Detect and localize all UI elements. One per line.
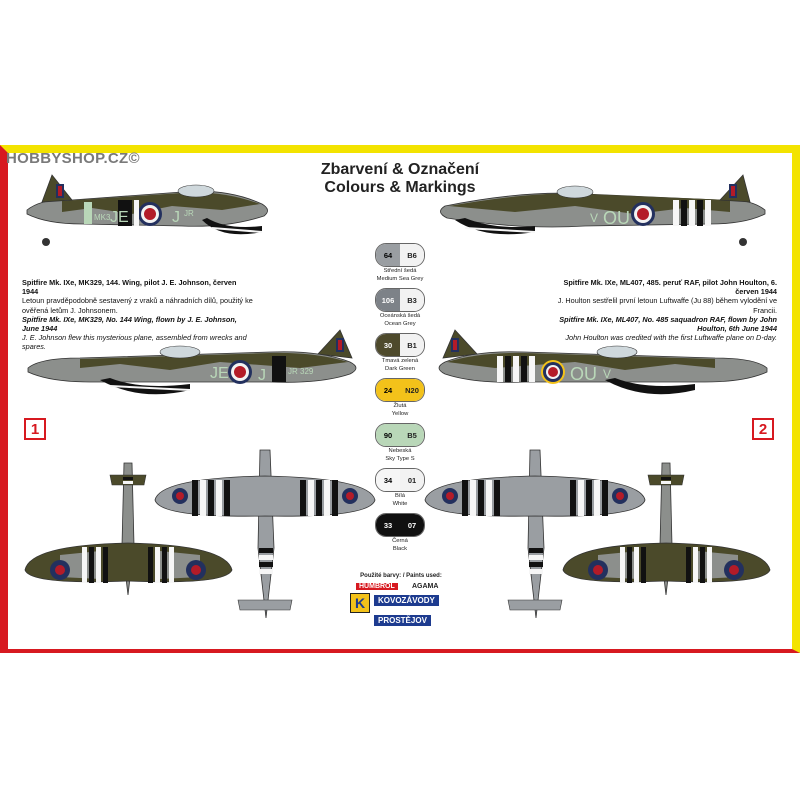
profile-number-1: 1	[24, 418, 46, 440]
color-code: 07	[400, 514, 424, 536]
aircraft-1-upper-planform	[24, 462, 233, 596]
agama-logo: AGAMA	[412, 583, 439, 590]
aircraft-2-bottom-profile: OU V	[438, 329, 768, 395]
humbrol-number: 34	[376, 469, 400, 491]
swatch-label-en: Sky Type S	[385, 456, 415, 462]
humbrol-number: 64	[376, 244, 400, 266]
code-v: V	[590, 211, 598, 225]
color-code: B1	[400, 334, 424, 356]
aircraft-2-upper-planform	[562, 462, 771, 596]
code-ou: OU	[603, 208, 630, 228]
kovozavody-text: KOVOZÁVODY	[374, 595, 439, 606]
code-329: 329	[300, 367, 314, 376]
aircraft-2-heading-en: Spitfire Mk. IXe, ML407, No. 485 saquadr…	[559, 314, 777, 334]
code-j: J	[172, 209, 180, 226]
aircraft-1-heading-en: Spitfire Mk. IXe, MK329, No. 144 Wing, f…	[22, 314, 237, 334]
title-english: Colours & Markings	[324, 179, 476, 196]
aircraft-1-top-profile: MK3 JE J JR	[26, 174, 268, 246]
color-code: B6	[400, 244, 424, 266]
code-mk: MK3	[94, 213, 111, 222]
prostejov-text: PROSTĚJOV	[374, 615, 431, 626]
swatch-label-cz: Černá	[392, 538, 408, 544]
code-jr-lower: JR	[288, 367, 298, 376]
aircraft-1-description: Spitfire Mk. IXe, MK329, 144. Wing, pilo…	[22, 278, 254, 352]
aircraft-2-body-cz: J. Houlton sestřelil první letoun Luftwa…	[557, 296, 777, 315]
swatch-label-en: Yellow	[391, 411, 409, 417]
color-code: 01	[400, 469, 424, 491]
swatch-label-en: Medium Sea Grey	[376, 276, 424, 282]
code-ou-lower: OU	[570, 364, 597, 384]
swatch-label-cz: Nebeská	[388, 448, 412, 454]
k-mark: K	[350, 593, 370, 613]
swatch-label-en: Dark Green	[385, 366, 415, 372]
aircraft-1-heading-cz: Spitfire Mk. IXe, MK329, 144. Wing, pilo…	[22, 278, 237, 297]
swatch-label-cz: Střední šedá	[383, 268, 417, 274]
sheet-title: Zbarvení & Označení Colours & Markings	[290, 161, 510, 197]
swatch-label-en: Ocean Grey	[384, 321, 416, 327]
humbrol-number: 106	[376, 289, 400, 311]
aircraft-2-top-profile: V OU	[440, 174, 766, 246]
swatch-label-en: Black	[392, 546, 408, 552]
color-code: N20	[400, 379, 424, 401]
humbrol-number: 30	[376, 334, 400, 356]
swatch-label-cz: Oceánská šedá	[379, 313, 421, 319]
aircraft-2-heading-cz: Spitfire Mk. IXe, ML407, 485. peruť RAF,…	[563, 278, 777, 297]
title-czech: Zbarvení & Označení	[320, 161, 480, 178]
swatch-label-cz: Žlutá	[393, 403, 407, 409]
aircraft-1-lower-planform	[154, 449, 376, 619]
humbrol-logo: HUMBROL	[356, 583, 398, 590]
code-j-lower: J	[258, 367, 266, 384]
code-jr: JR	[184, 209, 194, 218]
color-code: B3	[400, 289, 424, 311]
code-v-lower: V	[603, 367, 611, 381]
code-je-lower: JE	[210, 365, 229, 382]
aircraft-2-lower-planform	[424, 449, 646, 619]
code-je: JE	[110, 209, 129, 226]
aircraft-1-bottom-profile: JE J JR 329	[27, 329, 357, 395]
aircraft-1-body-cz: Letoun pravděpodobně sestavený z vraků a…	[22, 296, 253, 315]
humbrol-number: 24	[376, 379, 400, 401]
aircraft-1-body-en: J. E. Johnson flew this mysterious plane…	[22, 333, 247, 352]
aircraft-2-description: Spitfire Mk. IXe, ML407, 485. peruť RAF,…	[545, 278, 777, 342]
swatch-label-en: White	[392, 501, 408, 507]
watermark: HOBBYSHOP.CZ©	[6, 150, 140, 167]
paints-used-label: Použité barvy: / Paints used:	[360, 573, 442, 579]
profile-number-2: 2	[752, 418, 774, 440]
humbrol-number: 33	[376, 514, 400, 536]
humbrol-number: 90	[376, 424, 400, 446]
swatch-label-cz: Tmavá zelená	[381, 358, 419, 364]
kovozavody-logo: K KOVOZÁVODY PROSTĚJOV	[350, 593, 450, 631]
swatch-label-cz: Bílá	[395, 493, 405, 499]
aircraft-2-body-en: John Houlton was credited with the first…	[565, 333, 777, 343]
color-code: B5	[400, 424, 424, 446]
